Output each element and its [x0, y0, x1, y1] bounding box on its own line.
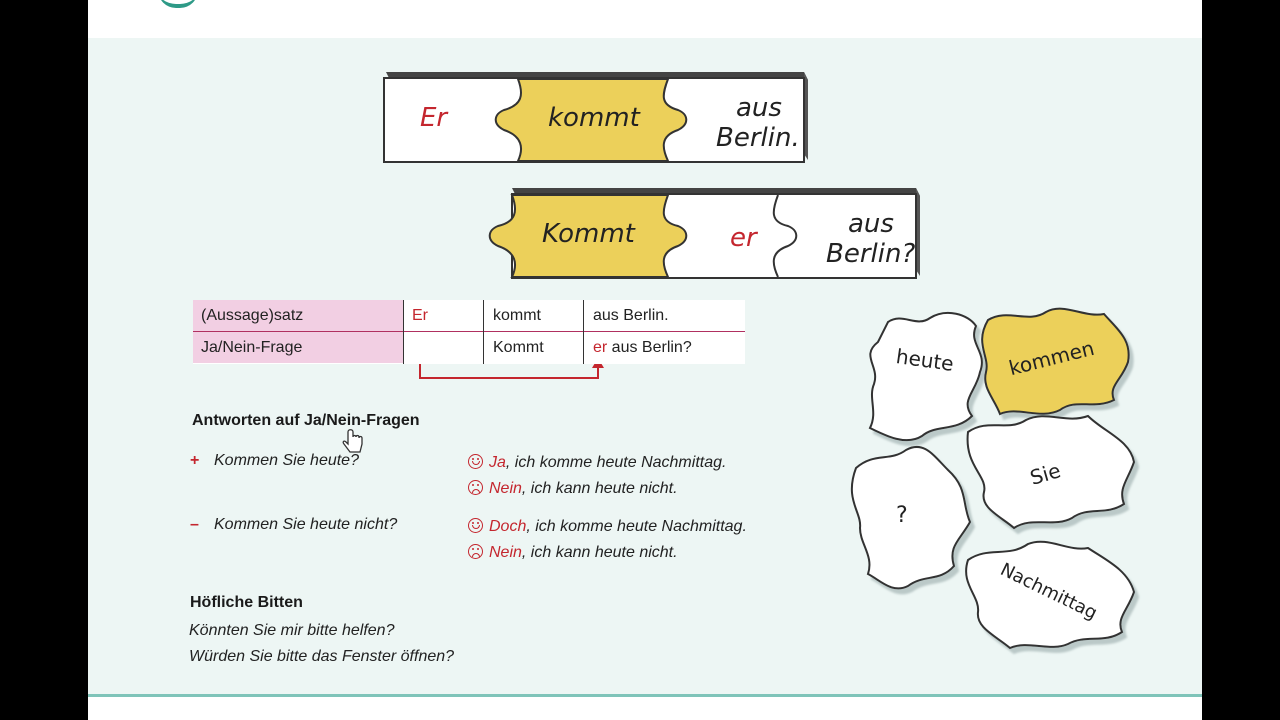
positive-sign: +: [190, 452, 200, 469]
panel-bottom-rule: [88, 694, 1202, 697]
row-label: (Aussage)satz: [193, 300, 403, 331]
polite-heading: Höfliche Bitten: [190, 594, 303, 611]
piece-label-question: ?: [896, 503, 908, 528]
happy-face-icon: [468, 518, 483, 533]
answer-ja: Ja, ich komme heute Nachmittag.: [468, 454, 726, 472]
sad-face-icon: [468, 544, 483, 559]
rest-cell: aus Berlin.: [593, 307, 669, 324]
puzzle-piece-heute: [868, 311, 983, 442]
table-row-question: Ja/Nein-Frage Kommt er aus Berlin?: [193, 332, 745, 363]
puzzle-piece-Nachmittag: [965, 540, 1136, 650]
page-top-decoration: [158, 0, 198, 8]
rest-cell: er aus Berlin?: [593, 339, 692, 356]
question-positive: Kommen Sie heute?: [214, 452, 359, 469]
puzzle-strip-question: [488, 188, 920, 279]
puzzle-word-berlin-q: Berlin?: [826, 239, 916, 269]
puzzle-graphics: [342, 72, 1136, 650]
answer-nein-1: Nein, ich kann heute nicht.: [468, 480, 678, 498]
puzzle-word-aus: aus: [736, 93, 782, 123]
puzzle-word-Kommt: Kommt: [542, 219, 635, 249]
verb-cell: Kommt: [493, 339, 544, 356]
position-1-cell: Er: [412, 307, 428, 324]
polite-line-1: Könnten Sie mir bitte helfen?: [189, 622, 395, 639]
hand-cursor-icon: [342, 429, 363, 453]
puzzle-word-er-q: er: [730, 223, 757, 253]
puzzle-piece-question: [850, 445, 972, 590]
puzzle-piece-Kommt: [488, 194, 688, 278]
answer-nein-2: Nein, ich kann heute nicht.: [468, 544, 678, 562]
question-negative: Kommen Sie heute nicht?: [214, 516, 398, 533]
puzzle-word-er: Er: [420, 103, 448, 133]
table-row-statement: (Aussage)satz Er kommt aus Berlin.: [193, 300, 745, 331]
puzzle-word-kommt: kommt: [548, 103, 640, 133]
puzzle-word-berlin: Berlin.: [716, 123, 800, 153]
puzzle-strip-statement: [383, 72, 808, 163]
puzzle-piece-kommt: [494, 78, 688, 162]
word-order-table: (Aussage)satz Er kommt aus Berlin. Ja/Ne…: [193, 300, 745, 364]
puzzle-piece-kommen: [981, 307, 1130, 416]
puzzle-word-aus-q: aus: [848, 209, 894, 239]
verb-cell: kommt: [493, 307, 541, 324]
polite-line-2: Würden Sie bitte das Fenster öffnen?: [189, 648, 455, 665]
textbook-page: Er kommt aus Berlin. Kommt er aus Berlin…: [88, 0, 1202, 720]
row-label: Ja/Nein-Frage: [193, 332, 403, 363]
happy-face-icon: [468, 454, 483, 469]
puzzle-piece-Sie: [966, 414, 1136, 530]
answer-doch: Doch, ich komme heute Nachmittag.: [468, 518, 747, 536]
sad-face-icon: [468, 480, 483, 495]
answers-heading: Antworten auf Ja/Nein-Fragen: [192, 412, 420, 429]
negative-sign: –: [190, 516, 199, 533]
